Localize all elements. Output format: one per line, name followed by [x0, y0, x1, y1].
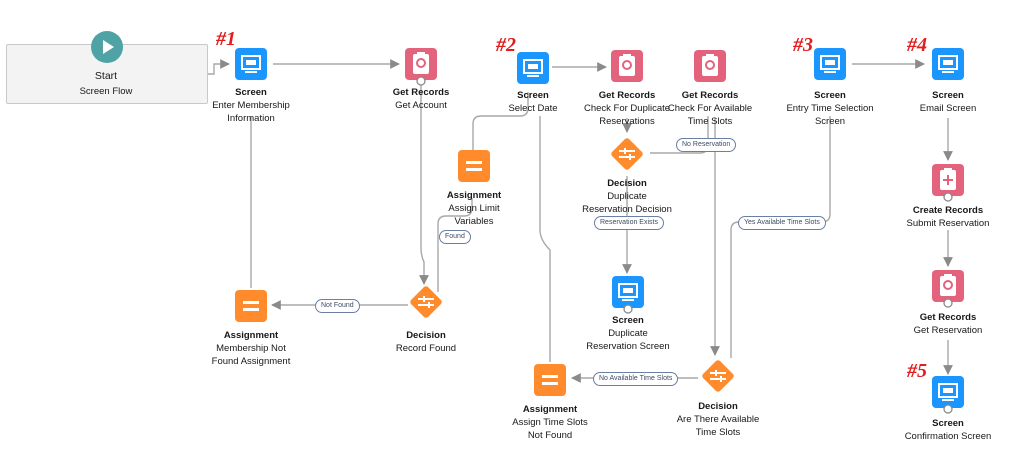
decision-icon[interactable] — [607, 134, 647, 174]
screen-icon[interactable] — [612, 276, 644, 314]
marker-3: #3 — [793, 34, 813, 56]
marker-4: #4 — [907, 34, 927, 56]
node-name: Select Date — [508, 103, 558, 114]
connector-assign-screen2 — [472, 92, 529, 150]
node-label-decisiondup: Decision Duplicate Reservation Decision — [562, 177, 692, 216]
node-type: Decision — [406, 330, 446, 341]
node-type: Assignment — [446, 190, 502, 201]
node-type: Screen — [932, 90, 964, 101]
node-label-screen3: Screen Entry Time Selection Screen — [765, 89, 895, 128]
node-type: Create Records — [912, 205, 984, 216]
node-name: Get Reservation — [913, 325, 983, 336]
node-label-createres: Create Records Submit Reservation — [883, 204, 1013, 230]
edge-label-found[interactable]: Found — [439, 230, 471, 244]
node-name: Submit Reservation — [906, 218, 990, 229]
node-label-screen4: Screen Email Screen — [883, 89, 1013, 115]
node-name: Assign Time Slots Not Found — [512, 417, 588, 441]
node-label-screen1: Screen Enter Membership Information — [186, 86, 316, 125]
play-icon — [91, 31, 123, 63]
edge-label-noreservation[interactable]: No Reservation — [676, 138, 737, 152]
node-name: Duplicate Reservation Decision — [582, 191, 672, 215]
edge-label-noavailable[interactable]: No Available Time Slots — [593, 372, 679, 386]
node-name: Record Found — [395, 343, 457, 354]
marker-2: #2 — [496, 34, 516, 56]
node-label-assignlimit: Assignment Assign Limit Variables — [409, 189, 539, 228]
start-subtitle: Screen Flow — [79, 86, 133, 97]
node-type: Get Records — [681, 90, 739, 101]
node-type: Screen — [814, 90, 846, 101]
node-label-getaccount: Get Records Get Account — [356, 86, 486, 112]
assignment-icon[interactable] — [458, 150, 490, 182]
node-name: Check For Available Time Slots — [667, 103, 753, 127]
connector-start-screen1 — [206, 59, 230, 75]
create-records-icon[interactable] — [932, 164, 964, 202]
marker-5: #5 — [907, 360, 927, 382]
node-name: Are There Available Time Slots — [676, 414, 760, 438]
node-label-getdup: Get Records Check For Duplicate Reservat… — [562, 89, 692, 128]
node-type: Assignment — [522, 404, 578, 415]
node-type: Get Records — [392, 87, 450, 98]
node-name: Confirmation Screen — [904, 431, 992, 442]
node-label-assign-timeslots: Assignment Assign Time Slots Not Found — [485, 403, 615, 442]
connector-found — [437, 198, 473, 292]
node-name: Membership Not Found Assignment — [211, 343, 291, 367]
node-name: Duplicate Reservation Screen — [586, 328, 670, 352]
node-label-getavail: Get Records Check For Available Time Slo… — [645, 89, 775, 128]
node-type: Get Records — [598, 90, 656, 101]
marker-1: #1 — [216, 28, 236, 50]
node-label-assign-notfound: Assignment Membership Not Found Assignme… — [186, 329, 316, 368]
decision-icon[interactable] — [406, 282, 446, 322]
node-type: Screen — [932, 418, 964, 429]
screen-icon[interactable] — [517, 52, 549, 84]
connector-yes — [730, 116, 831, 358]
node-label-decision-recordfound: Decision Record Found — [361, 329, 491, 355]
get-records-icon[interactable] — [405, 48, 437, 86]
edge-label-notfound[interactable]: Not Found — [315, 299, 360, 313]
node-label-getres: Get Records Get Reservation — [883, 311, 1013, 337]
decision-icon[interactable] — [698, 356, 738, 396]
get-records-icon[interactable] — [694, 50, 726, 82]
node-type: Screen — [612, 315, 644, 326]
node-type: Screen — [517, 90, 549, 101]
node-type: Screen — [235, 87, 267, 98]
get-records-icon[interactable] — [932, 270, 964, 308]
node-type: Decision — [607, 178, 647, 189]
screen-icon[interactable] — [814, 48, 846, 80]
start-title: Start — [94, 70, 118, 82]
screen-icon[interactable] — [932, 376, 964, 414]
screen-icon[interactable] — [235, 48, 267, 80]
node-label-screendup: Screen Duplicate Reservation Screen — [563, 314, 693, 353]
connector-loop-screen2 — [539, 116, 551, 362]
node-name: Check For Duplicate Reservations — [583, 103, 671, 127]
node-type: Assignment — [223, 330, 279, 341]
edge-label-reservationexists[interactable]: Reservation Exists — [594, 216, 664, 230]
assignment-icon[interactable] — [534, 364, 566, 396]
node-type: Get Records — [919, 312, 977, 323]
screen-icon[interactable] — [932, 48, 964, 80]
node-label-decisionavail: Decision Are There Available Time Slots — [653, 400, 783, 439]
node-name: Email Screen — [919, 103, 977, 114]
connector-getaccount-decision — [419, 80, 429, 285]
get-records-icon[interactable] — [611, 50, 643, 82]
node-name: Entry Time Selection Screen — [786, 103, 874, 127]
edge-label-yesavailable[interactable]: Yes Available Time Slots — [738, 216, 826, 230]
node-name: Enter Membership Information — [212, 100, 290, 124]
node-label-screen5: Screen Confirmation Screen — [883, 417, 1013, 443]
node-name: Get Account — [395, 100, 447, 111]
node-name: Assign Limit Variables — [448, 203, 500, 227]
assignment-icon[interactable] — [235, 290, 267, 322]
node-type: Decision — [698, 401, 738, 412]
node-label-screen2: Screen Select Date — [468, 89, 598, 115]
